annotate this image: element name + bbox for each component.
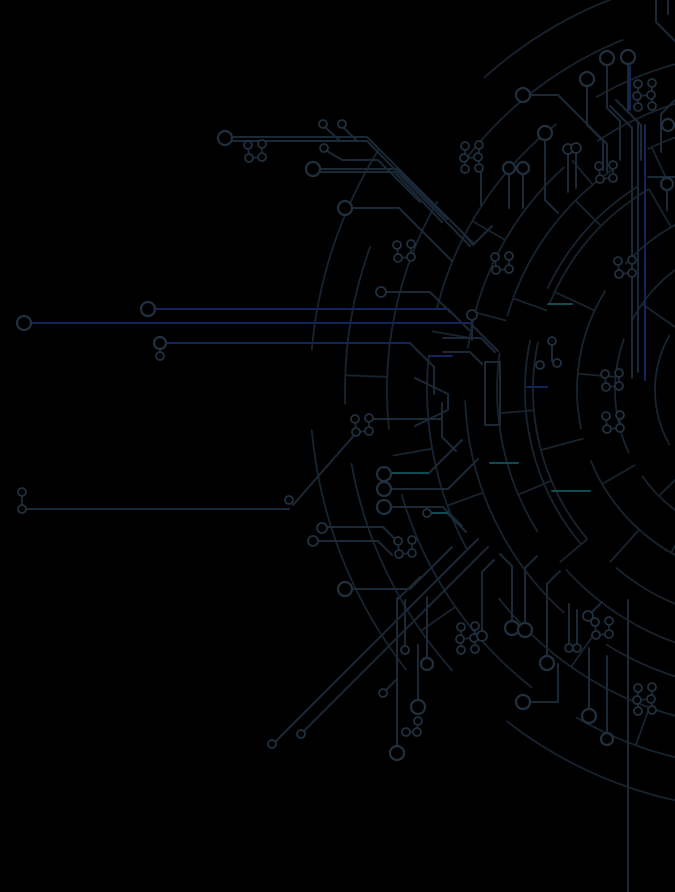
terminal-nodes — [15, 48, 675, 762]
radial-spokes — [345, 146, 675, 746]
dot-clusters — [243, 78, 657, 737]
circuit-traces — [21, 0, 675, 892]
ring-arcs — [310, 0, 675, 802]
